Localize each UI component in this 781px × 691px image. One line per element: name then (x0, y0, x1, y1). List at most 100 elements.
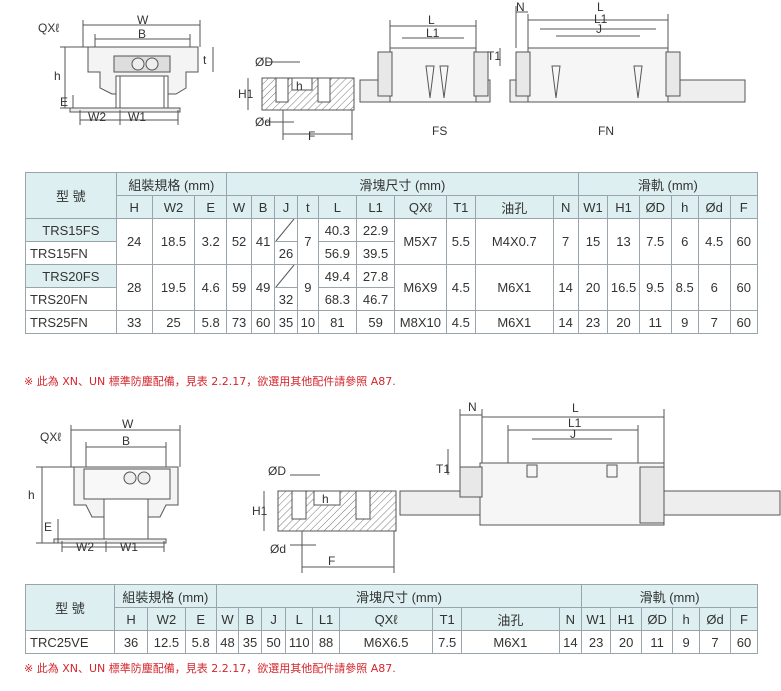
group-assembly: 組裝規格 (mm) (115, 172, 227, 196)
model-header: 型 號 (25, 172, 117, 219)
cell: 11 (641, 630, 674, 654)
col-small-h: h (670, 195, 699, 219)
label-t1: T1 (487, 49, 501, 63)
label-odd-2: Ød (270, 542, 286, 556)
cell: 59 (225, 264, 253, 311)
cell: 11 (638, 310, 672, 334)
label-n: N (516, 0, 525, 14)
label-e-2: E (44, 520, 52, 534)
cell: 9 (672, 630, 700, 654)
label-h-2: h (28, 488, 35, 502)
model-cell: TRS25FN (25, 310, 117, 334)
label-e: E (60, 95, 68, 109)
label-n-2: N (468, 400, 477, 414)
cell: 5.8 (194, 310, 227, 334)
label-h: h (54, 69, 61, 83)
col-od-2: ØD (641, 607, 674, 631)
cell: 36 (113, 630, 149, 654)
cell: 52 (225, 218, 253, 265)
cell: 110 (285, 630, 314, 654)
col-qx: QXℓ (394, 195, 447, 219)
cell: 14 (552, 310, 579, 334)
cell: M4X0.7 (475, 218, 554, 265)
cell: M6X9 (394, 264, 447, 311)
cell: 73 (225, 310, 253, 334)
label-l-fn: L (597, 0, 604, 14)
cell: 35 (238, 630, 262, 654)
col-n: N (552, 195, 579, 219)
col-odd-2: Ød (698, 607, 732, 631)
note-1: ※ 此為 XN、UN 標準防塵配備，見表 2.2.17，欲選用其他配件請參照 A… (24, 375, 396, 388)
model-cell: TRS15FS (25, 218, 117, 242)
cell: 35 (274, 310, 298, 334)
label-fn: FN (598, 124, 614, 138)
label-b-2: B (122, 434, 130, 448)
cell: 88 (312, 630, 340, 654)
cell: 20 (577, 264, 609, 311)
group-assembly-2: 組裝規格 (mm) (113, 584, 217, 608)
cell: 20 (607, 310, 640, 334)
cell: 56.9 (317, 241, 357, 265)
cell: 7 (698, 630, 732, 654)
label-w1-2: W1 (120, 540, 138, 554)
cell: 32 (274, 287, 298, 311)
cell: 5.5 (445, 218, 477, 265)
cell: 12.5 (147, 630, 186, 654)
label-l-fs: L (428, 13, 435, 27)
col-od: ØD (638, 195, 672, 219)
cell: 40.3 (317, 218, 357, 242)
cell: 22.9 (355, 218, 396, 242)
model-cell: TRS20FN (25, 287, 117, 311)
col-e-2: E (184, 607, 217, 631)
cell: 14 (552, 264, 579, 311)
cell: 15 (577, 218, 609, 265)
label-fs: FS (432, 124, 447, 138)
table-row: TRS15FS 24 18.5 3.2 52 41 7 40.3 22.9 M5… (25, 218, 759, 265)
cell: M6X1 (461, 630, 560, 654)
cell: 8.5 (670, 264, 699, 311)
label-w1: W1 (128, 110, 146, 124)
label-od: ØD (255, 55, 273, 69)
cell: 39.5 (355, 241, 396, 265)
cell: 7 (552, 218, 579, 265)
cell: M8X10 (394, 310, 447, 334)
cell: 41 (251, 218, 276, 265)
cell: 60 (251, 310, 276, 334)
col-w-2: W (215, 607, 240, 631)
label-t1-2: T1 (436, 462, 450, 476)
cell: 4.5 (445, 310, 477, 334)
cell: 23 (577, 310, 609, 334)
col-h: H (115, 195, 153, 219)
cell: 81 (317, 310, 357, 334)
col-l1: L1 (355, 195, 396, 219)
col-b: B (251, 195, 276, 219)
label-w2: W2 (88, 110, 106, 124)
cell: 60 (729, 310, 759, 334)
cell: 7 (697, 310, 731, 334)
cell: 5.8 (184, 630, 217, 654)
cell: 4.6 (194, 264, 227, 311)
label-h1-2: H1 (252, 504, 268, 518)
label-b: B (138, 27, 146, 41)
label-l1-fs: L1 (426, 26, 440, 40)
cell: 68.3 (317, 287, 357, 311)
model-cell: TRC25VE (25, 630, 115, 654)
cell: 26 (274, 241, 298, 265)
label-j-2: J (570, 427, 576, 441)
cell: 24 (115, 218, 153, 265)
model-cell: TRS15FN (25, 241, 117, 265)
label-t: t (203, 53, 207, 67)
cell: M6X1 (475, 310, 554, 334)
col-w1-2: W1 (581, 607, 612, 631)
col-qx-2: QXℓ (338, 607, 434, 631)
cell: 49 (251, 264, 276, 311)
col-n-2: N (558, 607, 583, 631)
label-f: F (308, 129, 315, 143)
label-w: W (137, 13, 149, 27)
model-header-2: 型 號 (25, 584, 115, 631)
cell: 46.7 (355, 287, 396, 311)
col-f: F (729, 195, 759, 219)
label-small-h-2: h (322, 492, 329, 506)
cell: 23 (581, 630, 612, 654)
label-w-2: W (122, 417, 134, 431)
